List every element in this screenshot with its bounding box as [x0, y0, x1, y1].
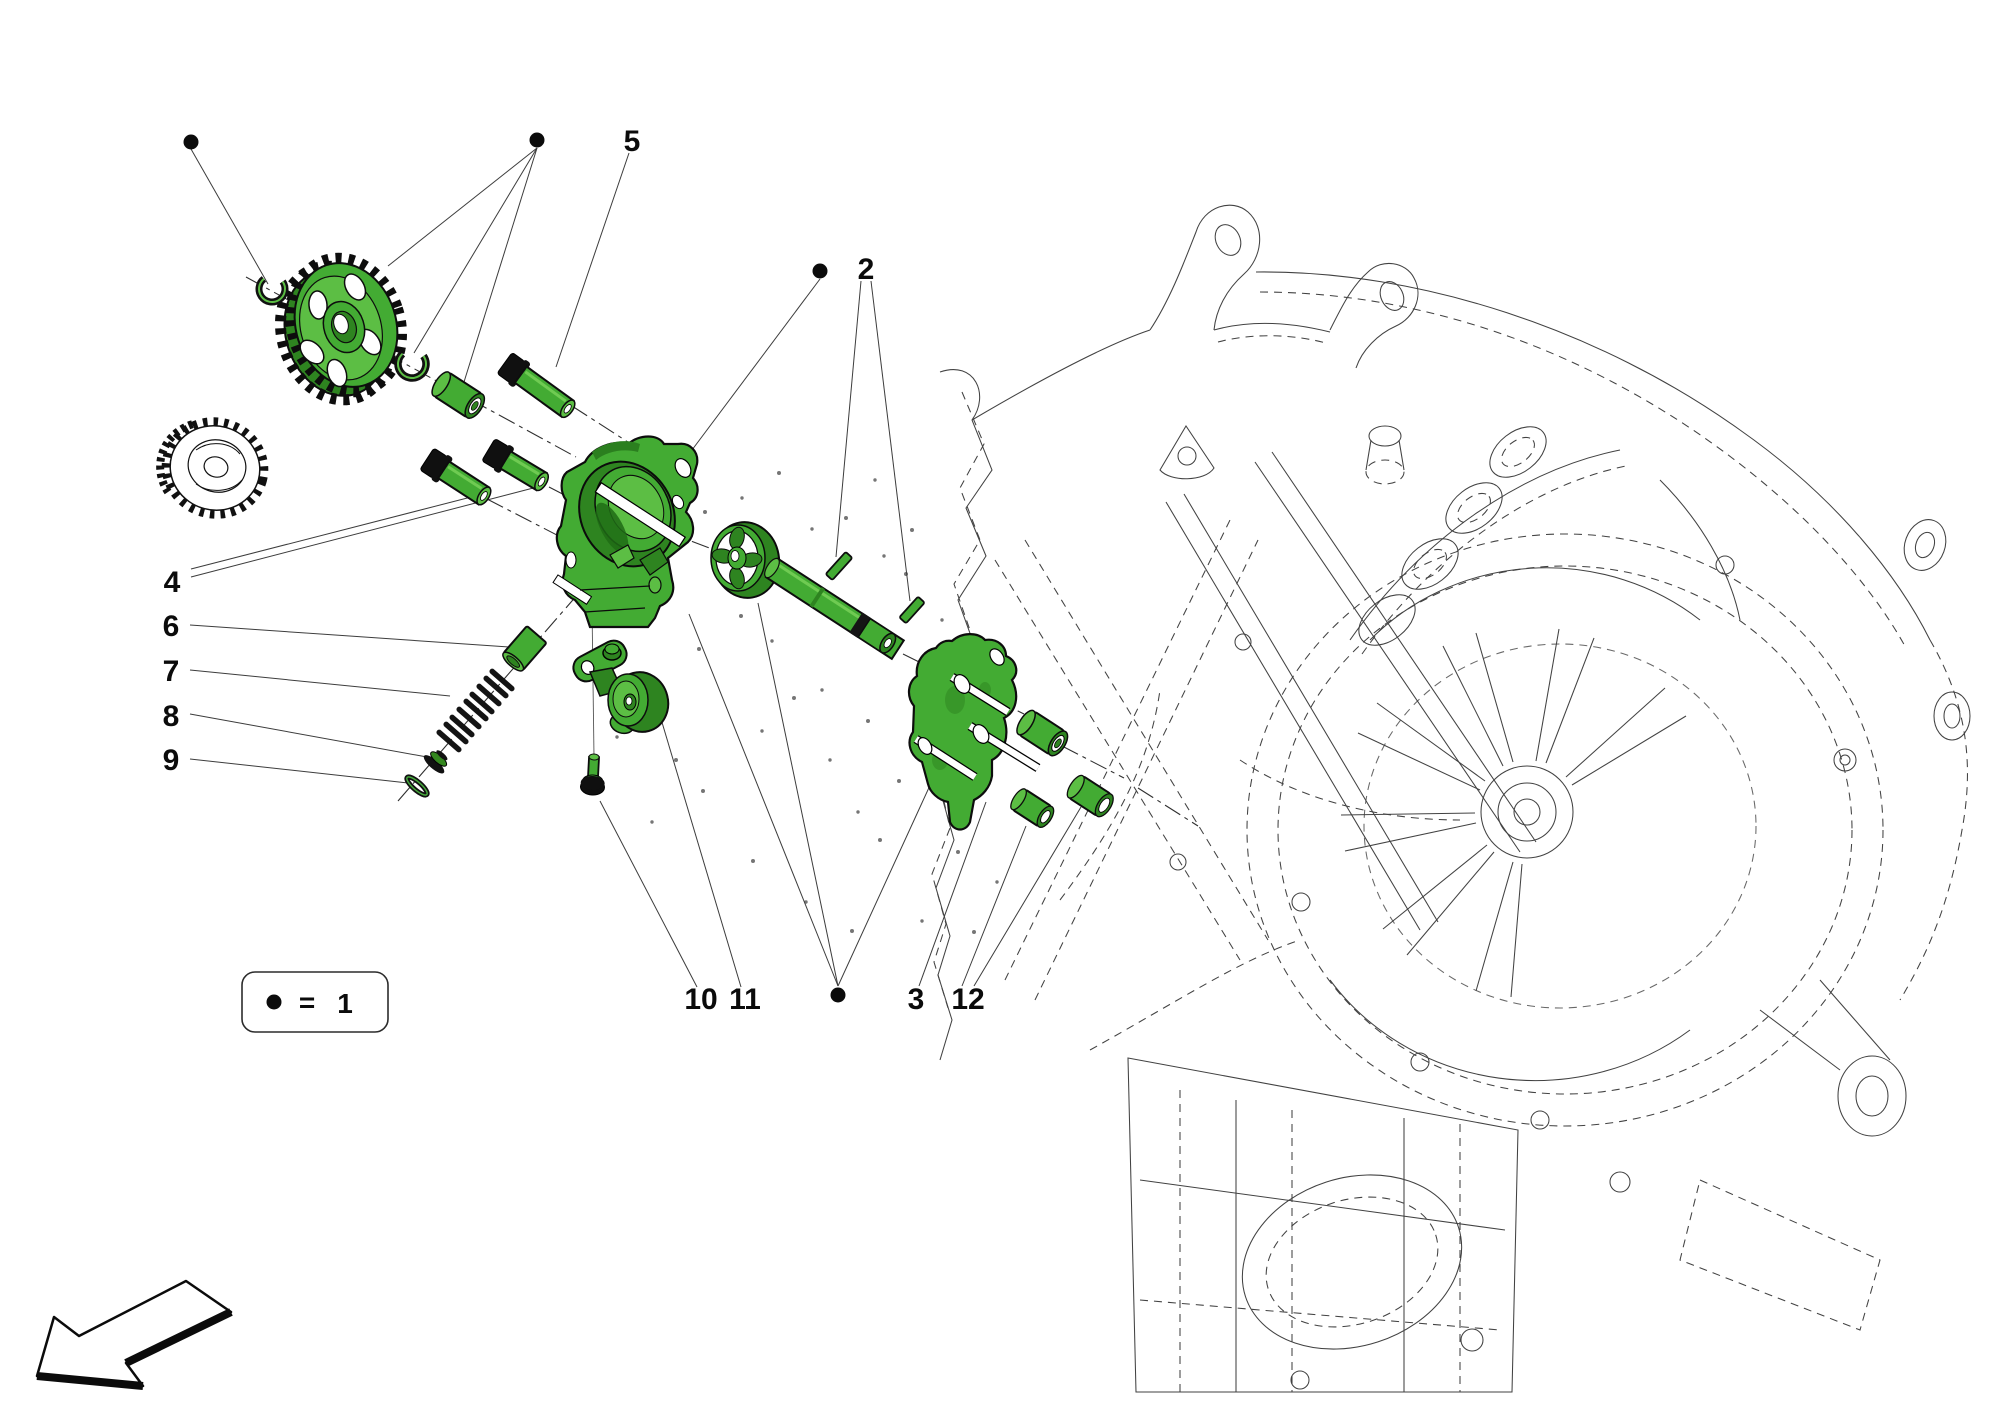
legend-dot-icon — [266, 994, 282, 1010]
reference-dot-2 — [529, 132, 545, 148]
callout-5-label: 5 — [624, 125, 641, 158]
part-bolt-4a — [420, 448, 492, 506]
part-dowel-pin-2 — [899, 596, 925, 624]
part-bushing-lower-right — [1066, 774, 1114, 818]
callout-8-label: 8 — [163, 700, 180, 733]
part-seal-ring — [404, 774, 430, 798]
legend-equals: = — [299, 987, 315, 1018]
reference-dot-1 — [183, 134, 199, 150]
part-gerotor-rotor — [710, 521, 781, 599]
callout-6-label: 6 — [163, 610, 180, 643]
reference-dot-3 — [812, 263, 828, 279]
callout-4-label: 4 — [164, 566, 181, 599]
part-bushing-upper — [1016, 709, 1069, 757]
callout-12-label: 12 — [951, 983, 984, 1016]
legend-value: 1 — [337, 988, 353, 1019]
part-chain-sprocket — [156, 417, 269, 519]
part-tensioner-arm — [572, 639, 670, 735]
reference-dot-4 — [830, 987, 846, 1003]
part-cover-plate — [907, 633, 1041, 831]
part-dowel-pin-1 — [825, 551, 853, 581]
part-pump-shaft — [764, 557, 906, 661]
reference-dots — [183, 132, 846, 1003]
callout-9-label: 9 — [163, 744, 180, 777]
callout-7-label: 7 — [163, 655, 180, 688]
part-screw — [579, 753, 605, 796]
part-valve-seat — [423, 750, 448, 774]
part-drive-gear — [275, 252, 407, 406]
part-circlip-1 — [255, 272, 289, 306]
part-circlip-2 — [394, 346, 430, 382]
part-bushing-lower-left — [1010, 788, 1055, 828]
part-valve-piston — [502, 625, 547, 672]
direction-arrow-icon — [35, 1279, 233, 1390]
part-pump-body — [552, 435, 699, 629]
part-spacer-bushing — [431, 371, 486, 419]
part-bolt-5 — [497, 353, 576, 419]
callout-10-label: 10 — [684, 983, 717, 1016]
callout-2-label: 2 — [858, 253, 875, 286]
gearbox-housing-wireframe — [931, 204, 1971, 1393]
callout-3-label: 3 — [908, 983, 925, 1016]
part-valve-spring — [436, 668, 515, 753]
callout-11-label: 11 — [729, 983, 761, 1016]
legend-box: = 1 — [241, 971, 389, 1033]
part-bolt-4b — [482, 439, 550, 492]
callout-labels: 5 2 4 6 7 8 9 10 11 3 12 — [163, 125, 985, 1016]
